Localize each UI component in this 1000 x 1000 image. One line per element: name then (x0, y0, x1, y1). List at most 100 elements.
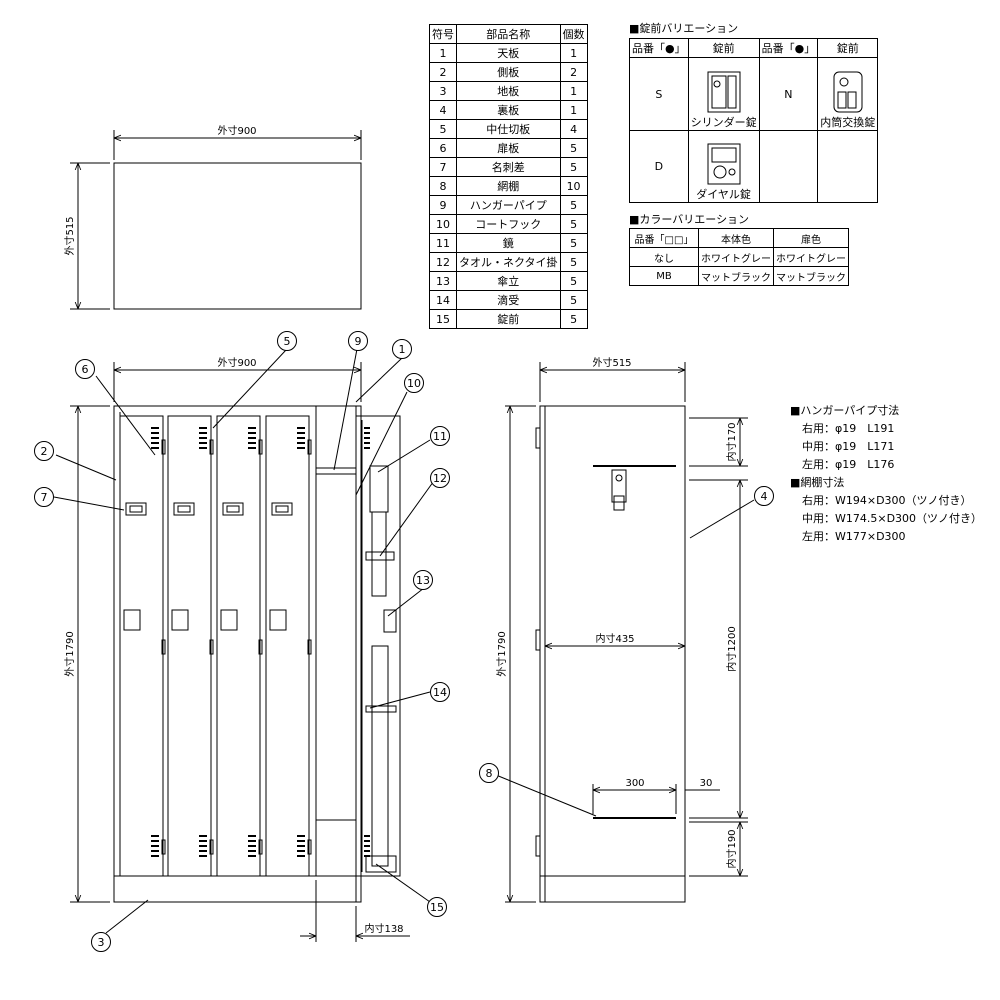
name-card-holder (222, 502, 244, 516)
callout-number: 7 (41, 491, 48, 504)
part-no: 13 (429, 271, 457, 291)
part-name: 滴受 (456, 290, 561, 310)
callout-circle (348, 331, 368, 351)
inner-cylinder-lock-icon (833, 71, 863, 113)
hinge (209, 439, 214, 455)
part-qty: 5 (559, 290, 588, 310)
name-card-slot (177, 505, 191, 513)
hinge (307, 439, 312, 455)
part-name: 名刺差 (456, 157, 561, 177)
part-qty: 10 (559, 176, 588, 196)
part-qty: 1 (559, 43, 588, 63)
parts-header-no: 符号 (429, 24, 457, 44)
lock-cell-cylinder: シリンダー錠 (687, 57, 760, 131)
door-3 (216, 415, 261, 877)
callout-number: 3 (98, 936, 105, 949)
net-shelf-line: 中用：W174.5×D300（ツノ付き） (802, 512, 983, 525)
part-qty: 1 (559, 81, 588, 101)
hinge (258, 639, 263, 655)
part-name: 天板 (456, 43, 561, 63)
callout-circle (479, 763, 499, 783)
coat-hook (611, 469, 627, 503)
callout-number: 14 (433, 686, 447, 699)
color-row: なしホワイトグレーホワイトグレー (629, 247, 849, 267)
dimension-label-top-width: 外寸900 (217, 124, 256, 137)
hinge (307, 639, 312, 655)
hanger-pipe-line: 左用：φ19 L176 (802, 458, 895, 471)
dimension-label-inner-190: 内寸190 (725, 829, 738, 868)
lock-name-dial: ダイヤル錠 (696, 188, 751, 201)
part-name: 裏板 (456, 100, 561, 120)
dimension-label-shelf-300: 300 (625, 778, 644, 789)
callout-circle (75, 359, 95, 379)
callout-number: 9 (355, 335, 362, 348)
part-name: 鏡 (456, 233, 561, 253)
part-no: 6 (429, 138, 457, 158)
dimension-label-side-height: 外寸1790 (495, 631, 508, 676)
part-name: ハンガーパイプ (456, 195, 561, 215)
color-header-code: 品番「□□」 (629, 228, 699, 248)
lock-window (123, 609, 141, 631)
lock-variation-table: 品番「●」 錠前 品番「●」 錠前 S シリンダー錠 N 内筒交換錠 (629, 38, 879, 203)
callout-number: 6 (82, 363, 89, 376)
part-no: 10 (429, 214, 457, 234)
color-body: マットブラック (698, 266, 774, 286)
part-qty: 4 (559, 119, 588, 139)
part-qty: 2 (559, 62, 588, 82)
lock-name-cylinder: シリンダー錠 (690, 116, 757, 129)
dimension-label-inner-138: 内寸138 (364, 922, 403, 935)
part-qty: 5 (559, 252, 588, 272)
part-qty: 1 (559, 100, 588, 120)
color-door: ホワイトグレー (773, 247, 849, 267)
dimension-label-inner-170: 内寸170 (725, 422, 738, 461)
part-name: 側板 (456, 62, 561, 82)
part-name: 地板 (456, 81, 561, 101)
net-shelf-title: ■網棚寸法 (790, 476, 845, 489)
hinge (209, 639, 214, 655)
top-view (70, 130, 362, 310)
top-view-outline (113, 162, 362, 310)
callout-circle (430, 682, 450, 702)
color-header-body: 本体色 (698, 228, 774, 248)
lock-header-lock-2: 錠前 (817, 38, 879, 58)
part-no: 15 (429, 309, 457, 329)
lock-window (171, 609, 189, 631)
part-no: 2 (429, 62, 457, 82)
lock-header-lock-1: 錠前 (687, 38, 760, 58)
part-name: タオル・ネクタイ掛 (456, 252, 561, 272)
callout-number: 10 (407, 377, 421, 390)
part-no: 7 (429, 157, 457, 177)
dimension-label-inner-435: 内寸435 (595, 632, 634, 645)
hanger-pipe-line: 中用：φ19 L171 (802, 440, 895, 453)
front-view (70, 362, 410, 942)
lock-header-code-2: 品番「●」 (758, 38, 819, 58)
hinge (258, 439, 263, 455)
door-4 (265, 415, 310, 877)
callout-circle (413, 570, 433, 590)
callout-circle (91, 932, 111, 952)
lock-header-code-1: 品番「●」 (629, 38, 689, 58)
part-qty: 5 (559, 271, 588, 291)
part-name: 傘立 (456, 271, 561, 291)
color-door: マットブラック (773, 266, 849, 286)
mirror (369, 465, 389, 513)
dimension-label-inner-1200: 内寸1200 (725, 626, 738, 671)
door-2 (167, 415, 212, 877)
name-card-holder (125, 502, 147, 516)
part-qty: 5 (559, 309, 588, 329)
dimension-label-shelf-30: 30 (700, 778, 713, 789)
name-card-holder (271, 502, 293, 516)
part-qty: 5 (559, 138, 588, 158)
name-card-slot (275, 505, 289, 513)
